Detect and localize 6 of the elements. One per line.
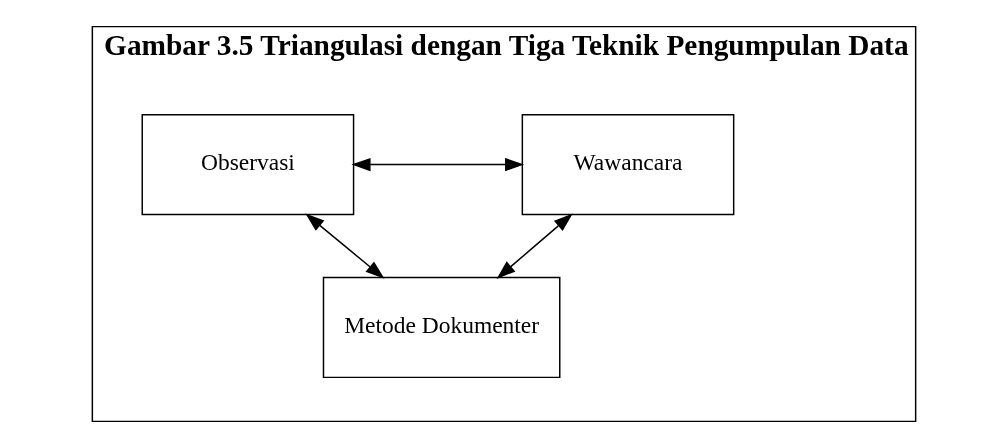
node-box: Wawancara (521, 113, 735, 215)
arrow (305, 213, 385, 279)
node-box: Observasi (141, 113, 355, 215)
node-box: Metode Dokumenter (322, 276, 561, 378)
arrow (496, 212, 573, 279)
arrow (351, 157, 525, 171)
